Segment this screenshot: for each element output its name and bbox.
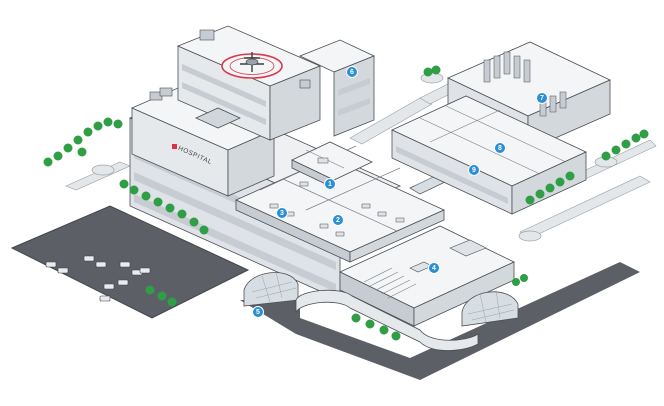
marker-9: 9 <box>468 164 480 176</box>
marker-2: 2 <box>332 214 344 226</box>
rooftop-units <box>149 29 311 101</box>
marker-8: 8 <box>494 142 506 154</box>
marker-4: 4 <box>428 262 440 274</box>
trees <box>43 65 649 341</box>
markers-layer: 1 2 3 4 5 6 7 8 9 <box>252 66 548 318</box>
marker-circle <box>468 164 480 176</box>
marker-circle <box>428 262 440 274</box>
marker-label: 6 <box>350 69 354 76</box>
planter <box>91 164 115 176</box>
car <box>99 295 111 302</box>
plaza-connector <box>295 289 479 351</box>
marker-circle <box>536 92 548 104</box>
marker-label: 1 <box>328 181 332 188</box>
marker-3: 3 <box>276 207 288 219</box>
car <box>117 279 129 286</box>
car <box>95 261 107 268</box>
planter <box>518 230 542 242</box>
car <box>139 267 151 274</box>
car <box>57 267 69 274</box>
marker-label: 7 <box>540 95 544 102</box>
red-cross-icon <box>172 144 177 149</box>
marker-circle <box>252 306 264 318</box>
marker-label: 9 <box>472 167 476 174</box>
helipad <box>221 52 283 79</box>
car <box>45 261 57 268</box>
marker-5: 5 <box>252 306 264 318</box>
marker-1: 1 <box>324 178 336 190</box>
parking-lot <box>12 206 248 318</box>
marker-circle <box>494 142 506 154</box>
lobby-wing <box>339 225 515 327</box>
skylight <box>195 107 241 129</box>
marker-label: 5 <box>256 309 260 316</box>
entrance-canopies <box>243 271 519 351</box>
marker-circle <box>276 207 288 219</box>
canopy-left <box>243 272 299 307</box>
back-annex <box>298 39 376 137</box>
marker-circle <box>324 178 336 190</box>
car <box>119 261 131 268</box>
marker-label: 3 <box>280 210 284 217</box>
marker-6: 6 <box>346 66 358 78</box>
car <box>103 283 115 290</box>
surgery-cutaway <box>291 141 373 189</box>
car <box>83 255 95 262</box>
marker-label: 4 <box>432 265 436 272</box>
marker-label: 2 <box>336 217 340 224</box>
annex-building <box>391 41 611 215</box>
marker-circle <box>346 66 358 78</box>
marker-circle <box>332 214 344 226</box>
parked-cars <box>45 255 151 302</box>
marker-label: 8 <box>498 145 502 152</box>
main-road <box>240 262 640 380</box>
marker-7: 7 <box>536 92 548 104</box>
